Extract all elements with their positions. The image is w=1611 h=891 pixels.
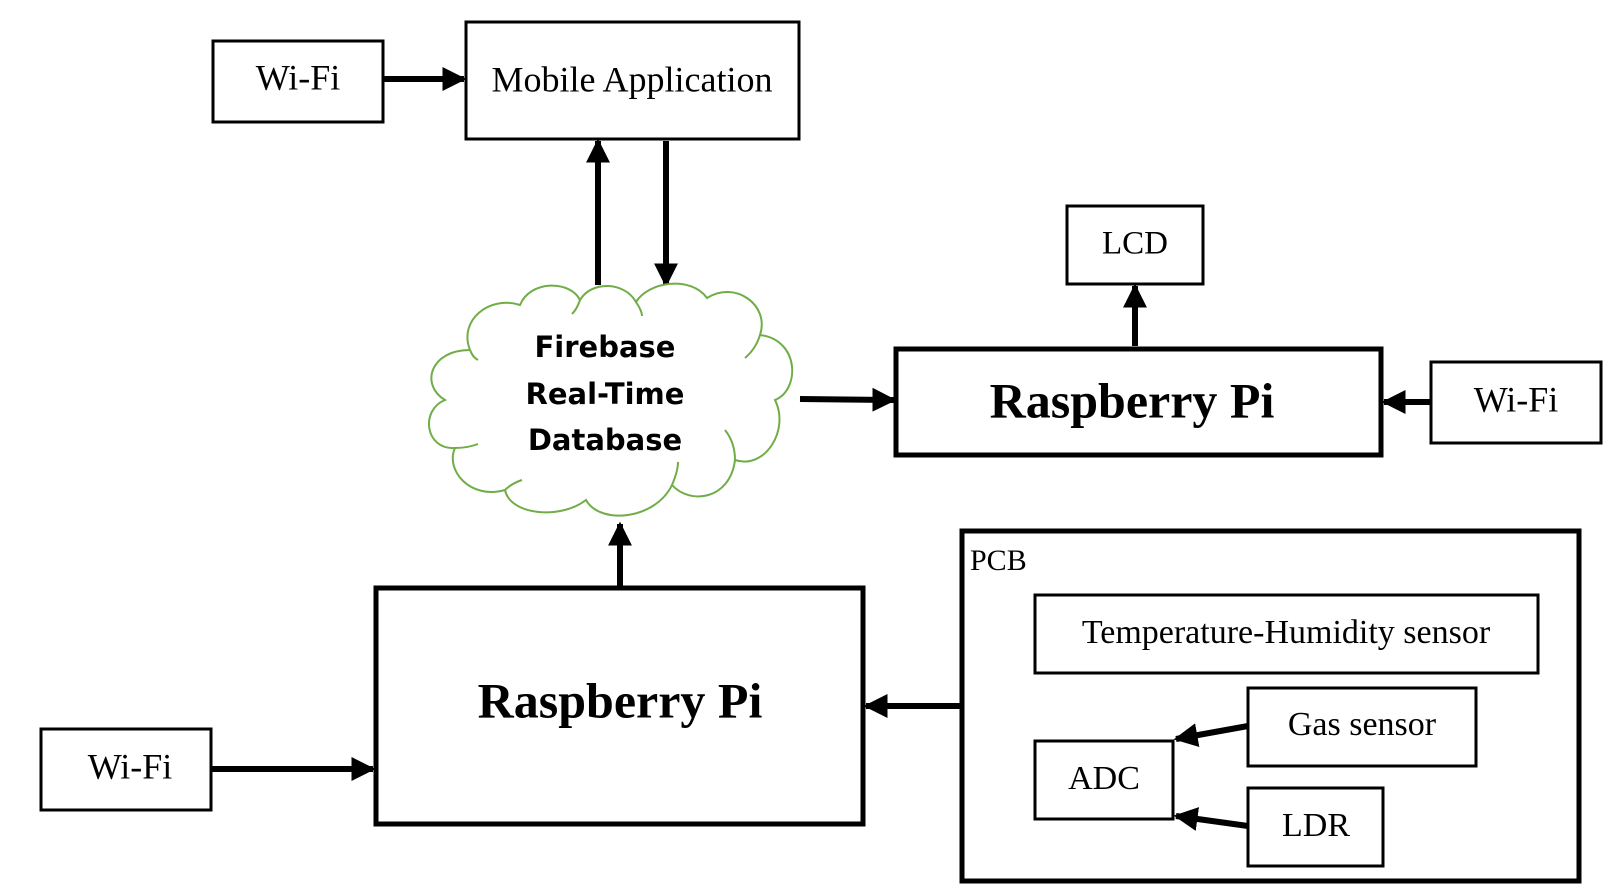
raspberry-pi-right-node: Raspberry Pi [893, 346, 1384, 458]
raspberry-pi-bottom-node: Raspberry Pi [373, 585, 866, 827]
arrow-firebase-to-rpi-right [799, 387, 897, 412]
ldr-node: LDR [1246, 786, 1385, 868]
mobile-application-label: Mobile Application [492, 59, 773, 99]
temperature-humidity-sensor-node: Temperature-Humidity sensor [1033, 593, 1540, 675]
wifi-right-label: Wi-Fi [1474, 379, 1559, 419]
lcd-label: LCD [1102, 226, 1168, 262]
wifi-top-label: Wi-Fi [256, 57, 341, 97]
wifi-top-node: Wi-Fi [211, 39, 385, 124]
adc-node: ADC [1033, 739, 1175, 821]
cloud-icon [428, 282, 794, 517]
gas-sensor-label: Gas sensor [1288, 706, 1437, 743]
arrow-gas-to-adc [1173, 723, 1249, 747]
firebase-cloud-node: Firebase Real-Time Database [428, 282, 794, 517]
lcd-node: LCD [1065, 204, 1205, 286]
pcb-label: PCB [970, 544, 1027, 577]
wifi-bottom-label: Wi-Fi [88, 746, 173, 786]
wifi-bottom-node: Wi-Fi [39, 727, 213, 812]
raspberry-pi-right-label: Raspberry Pi [990, 372, 1275, 428]
ldr-label: LDR [1282, 807, 1350, 844]
temperature-humidity-sensor-label: Temperature-Humidity sensor [1082, 614, 1491, 651]
wifi-right-node: Wi-Fi [1429, 360, 1603, 445]
arrow-ldr-to-adc [1173, 807, 1249, 831]
firebase-label-line-1: Firebase [535, 330, 676, 364]
mobile-application-node: Mobile Application [464, 20, 801, 141]
gas-sensor-node: Gas sensor [1246, 686, 1478, 768]
firebase-label-line-2: Real-Time [526, 377, 685, 411]
adc-label: ADC [1068, 760, 1140, 797]
firebase-label-line-3: Database [528, 423, 682, 457]
raspberry-pi-bottom-label: Raspberry Pi [478, 672, 763, 728]
